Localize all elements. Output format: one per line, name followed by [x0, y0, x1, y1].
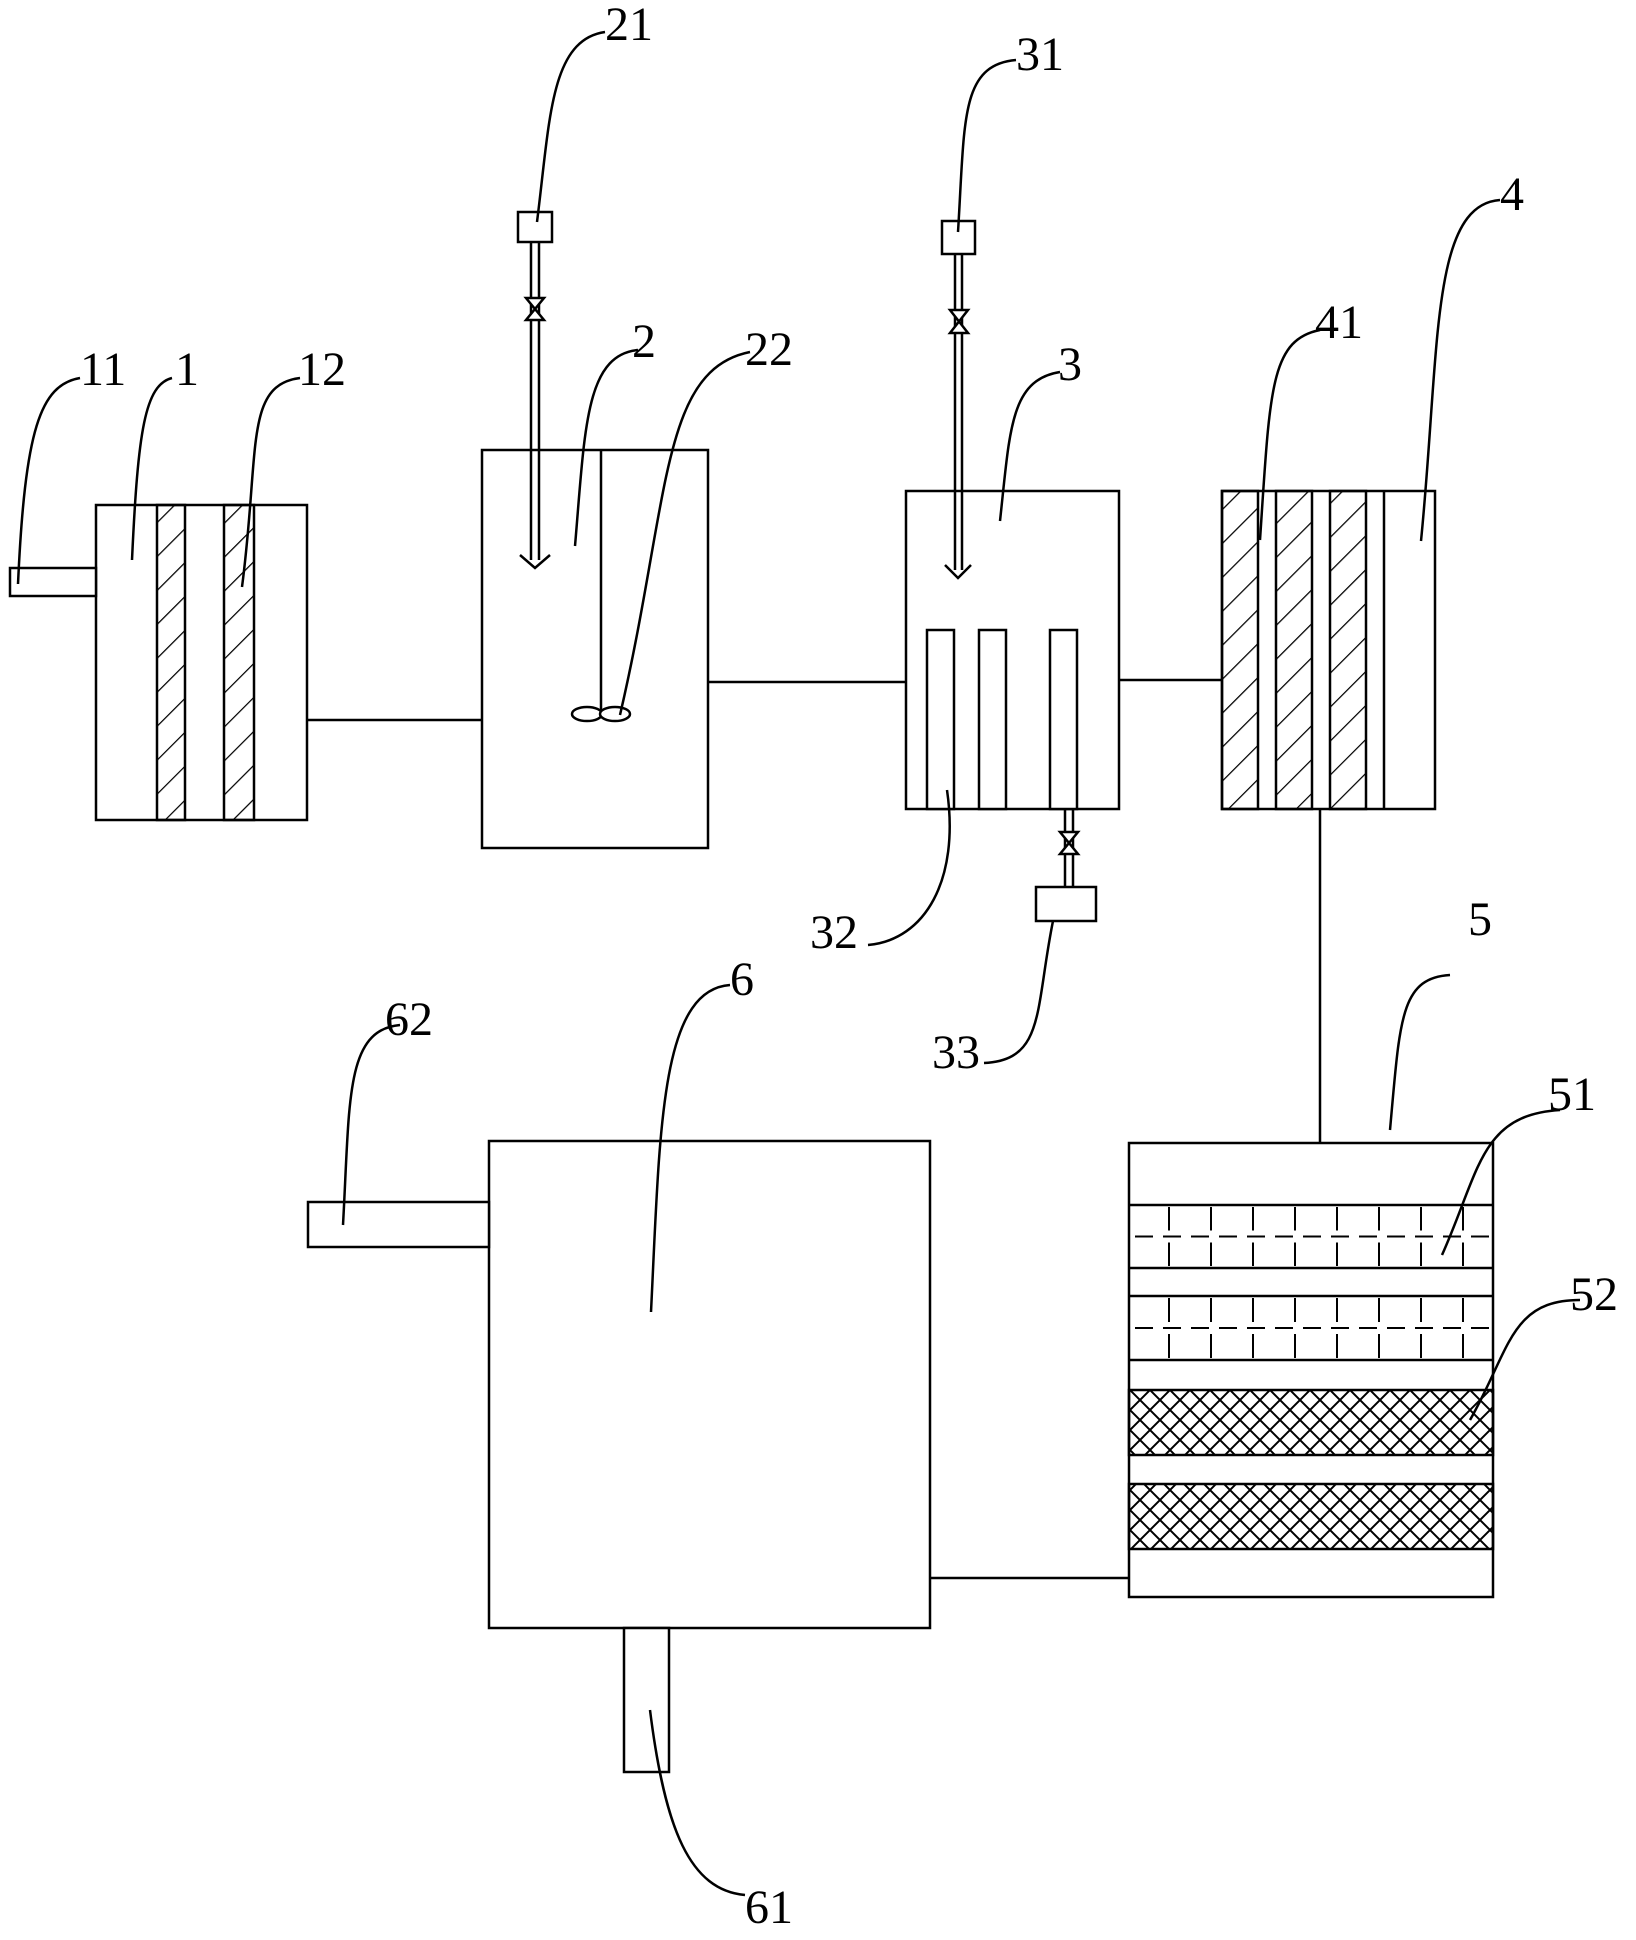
label-2: 2 [632, 315, 656, 368]
label-21: 21 [605, 0, 653, 51]
unit-3-baffle [925, 628, 956, 811]
label-31: 31 [1016, 28, 1064, 81]
unit-2 [480, 210, 710, 850]
leader-lines [16, 30, 1581, 1897]
label-11: 11 [80, 343, 126, 396]
label-52: 52 [1570, 1268, 1618, 1321]
agitator-blade [570, 705, 604, 723]
unit-1-inlet-pipe [8, 566, 98, 598]
label-61: 61 [745, 1881, 793, 1934]
unit-4-filter-layer [1274, 489, 1314, 811]
unit-5-block-layer [1135, 1207, 1489, 1266]
unit-5-mesh-layer [1127, 1388, 1495, 1457]
label-22: 22 [745, 323, 793, 376]
unit-4-filter-layer [1220, 489, 1260, 811]
agitator-blade [598, 705, 632, 723]
unit-2-body [480, 448, 710, 850]
dosing-box-21 [516, 210, 554, 244]
valve-icon [947, 308, 971, 335]
unit-1-filter-layer [155, 503, 187, 822]
label-62: 62 [385, 993, 433, 1046]
unit-5-mesh-layer [1127, 1482, 1495, 1551]
arrow-down-icon [519, 554, 551, 570]
label-41: 41 [1315, 296, 1363, 349]
label-6: 6 [730, 953, 754, 1006]
valve-icon [1057, 830, 1081, 856]
unit-4-filter-layer [1328, 489, 1368, 811]
unit-6 [306, 1139, 932, 1774]
label-33: 33 [932, 1026, 980, 1079]
unit-6-body [487, 1139, 932, 1630]
unit-1-filter-layer [222, 503, 256, 822]
connecting-pipes [307, 678, 1322, 1580]
label-12: 12 [298, 343, 346, 396]
unit-3-baffle [977, 628, 1008, 811]
unit-6-outlet-61 [622, 1626, 671, 1774]
label-4: 4 [1500, 168, 1524, 221]
label-1: 1 [175, 343, 199, 396]
label-32: 32 [810, 906, 858, 959]
label-51: 51 [1548, 1068, 1596, 1121]
unit-1 [8, 503, 309, 822]
unit-6-outlet-62 [306, 1200, 491, 1249]
unit-5 [1127, 1141, 1495, 1599]
labels: 11 1 12 2 21 22 3 31 32 33 4 41 5 51 52 … [80, 0, 1618, 1934]
unit-1-body [94, 503, 309, 822]
unit-3 [904, 219, 1121, 923]
sludge-box-33 [1034, 885, 1098, 923]
arrow-down-icon [944, 564, 972, 580]
valve-icon [523, 296, 547, 322]
unit-5-block-layer [1135, 1298, 1489, 1358]
label-3: 3 [1058, 338, 1082, 391]
unit-3-baffle [1048, 628, 1079, 811]
label-5: 5 [1468, 893, 1492, 946]
unit-4 [1220, 489, 1437, 811]
